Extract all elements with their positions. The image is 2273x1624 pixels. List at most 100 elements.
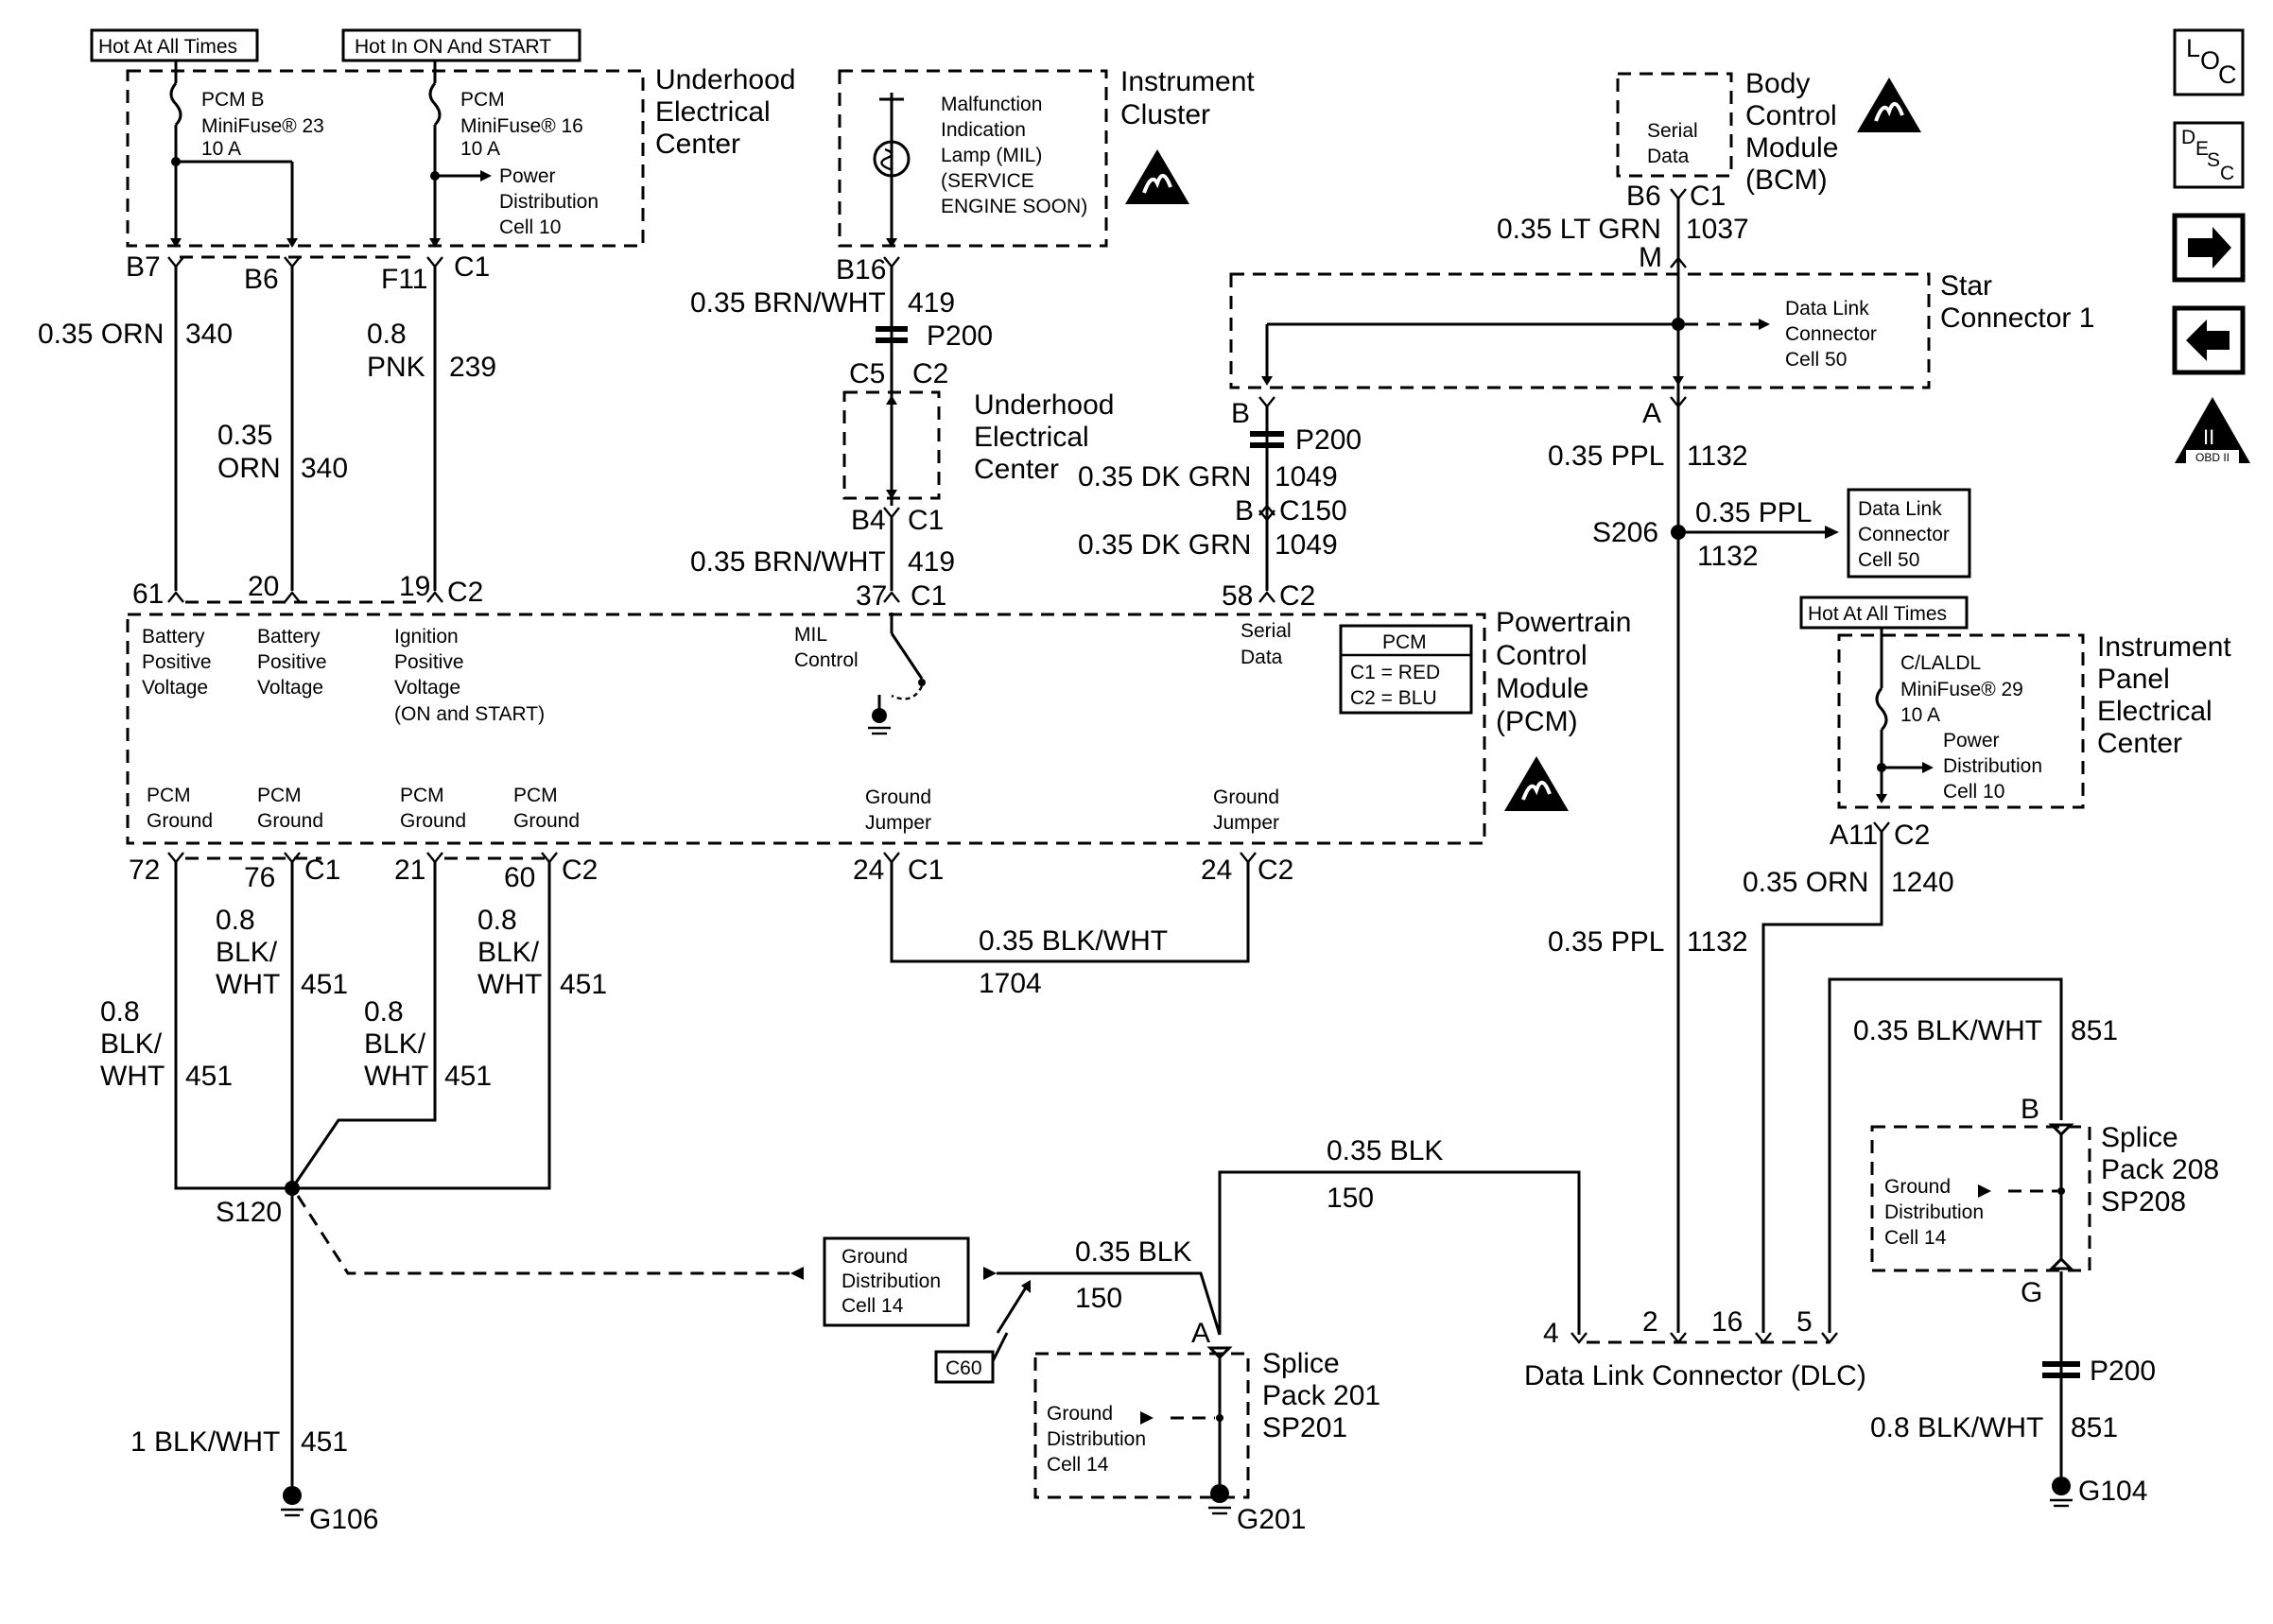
mil-ground-icon [872,708,887,723]
w239-gauge-2: PNK [367,352,425,383]
w1049b-circuit: 1049 [1275,529,1338,561]
w451-label-2: 0.8 BLK/ WHT [216,905,285,1000]
bcm-serial-box [1616,72,1733,178]
pin-c150-b: B [1235,495,1254,527]
w451-label-1: 0.8 BLK/ WHT [100,996,169,1092]
left-arrow-icon[interactable] [2172,305,2246,375]
obd-ii-icon[interactable]: II OBD II [2175,397,2250,464]
w851a-circuit: 851 [2071,1015,2118,1046]
bcm-serial-data: Serial Data [1647,120,1704,167]
w419b-gauge: 0.35 BRN/WHT [690,546,886,578]
splice-pack-201-title: Splice Pack 201 SP201 [1262,1348,1388,1443]
w239-circuit: 239 [449,352,496,383]
wire-451-d [292,862,551,1190]
hot-at-all-times-label-2: Hot At All Times [1808,603,1947,625]
pin-c2-58: C2 [1279,580,1315,612]
p200a-label: P200 [927,320,993,352]
svg-text:D: D [2181,127,2195,148]
w1704-circuit: 1704 [979,968,1042,999]
pin-f11: F11 [381,264,427,295]
pin-20: 20 [248,571,279,602]
w340a-circuit: 340 [185,319,233,350]
pin-sp208-b: B [2021,1094,2039,1125]
w1240-gauge: 0.35 ORN [1743,867,1868,898]
ip-power-distribution: Power Distribution Cell 10 [1943,730,2048,803]
svg-text:O: O [2200,46,2220,75]
wire-451-c [290,862,437,1189]
pin-c1-37: C1 [911,580,946,612]
pin-c150: C150 [1279,495,1347,527]
wire-150b [997,1271,1222,1336]
p200-connector-c [2042,1361,2080,1367]
desc-icon[interactable]: D E S C [2173,121,2245,189]
wire-451-a [174,862,292,1190]
sp201-ground-distribution: Ground Distribution Cell 14 [1047,1403,1152,1476]
esd-warning-icon [1123,147,1191,206]
w150a-gauge: 0.35 BLK [1327,1135,1443,1166]
w851a-gauge: 0.35 BLK/WHT [1853,1015,2042,1046]
pin-star-b: B [1231,398,1250,429]
w1049a-circuit: 1049 [1275,461,1338,492]
pin-72: 72 [129,855,160,886]
pcm-ground-3: PCM Ground [400,785,466,832]
w340b-circuit: 340 [301,453,348,484]
ip-center-title: Instrument Panel Electrical Center [2097,631,2239,759]
right-arrow-icon[interactable] [2172,213,2246,283]
w419a-gauge: 0.35 BRN/WHT [690,287,886,319]
fuse-pcm-b-label: PCM B MiniFuse® 23 10 A [201,89,330,160]
instrument-cluster-title: Instrument Cluster [1120,66,1262,130]
ground-distribution-box-text: Ground Distribution Cell 14 [842,1246,946,1317]
dlc-ref-box-text: Data Link Connector Cell 50 [1858,498,1955,571]
dlc-ref-star: Data Link Connector Cell 50 [1785,298,1883,371]
pcm-pin-mil: MIL Control [794,624,859,671]
w451-label-3: 0.8 BLK/ WHT [364,996,433,1092]
w1132a-gauge: 0.35 PPL [1548,441,1664,472]
svg-text:C: C [2220,163,2234,184]
w451-label-4: 0.8 BLK/ WHT [477,905,547,1000]
star-connector-title: Star Connector 1 [1940,270,2094,334]
loc-icon[interactable]: L O C [2173,28,2245,96]
w451-circuit-1: 451 [185,1061,233,1092]
pcm-legend [1339,624,1473,715]
pin-star-a: A [1642,398,1661,429]
pin-c2-ip: C2 [912,358,948,389]
instrument-cluster-box [838,69,1108,248]
pin-dlc-5: 5 [1796,1306,1813,1338]
pin-c2-60: C2 [562,855,598,886]
dlc-ref-box [1847,488,1971,579]
power-distribution-ref: Power Distribution Cell 10 [499,165,604,238]
pcm-ground-4: PCM Ground [513,785,580,832]
pin-c1-24: C1 [908,855,944,886]
wire-1240 [1761,832,1883,1333]
splice-pack-208 [1870,1125,2091,1272]
pcm-box [126,613,1486,845]
pin-sp201-a: A [1191,1318,1210,1349]
underhood-center-mid-title: Underhood Electrical Center [974,389,1122,485]
dlc-title: Data Link Connector (DLC) [1524,1360,1866,1391]
p200b-label: P200 [1295,424,1362,456]
w1132c-circuit: 1132 [1687,926,1748,958]
w239-gauge-1: 0.8 [367,319,407,350]
splice-pack-208-title: Splice Pack 208 SP208 [2101,1122,2227,1218]
w1037-gauge: 0.35 LT GRN [1497,214,1661,245]
w1049a-gauge: 0.35 DK GRN [1078,461,1251,492]
pin-c2-24: C2 [1258,855,1293,886]
c60-label: C60 [946,1357,982,1379]
w451-circuit-2: 451 [301,969,348,1000]
ip-electrical-center-box [1837,633,2085,809]
fuse-clalidl-label: C/LALDL MiniFuse® 29 10 A [1900,652,2029,726]
g201-label: G201 [1237,1504,1306,1535]
pcm-pin-ign: Ignition Positive Voltage (ON and START) [394,626,545,725]
pin-sp208-g: G [2021,1277,2042,1308]
pcm-legend-c2: C2 = BLU [1350,687,1437,709]
pcm-pin-serial: Serial Data [1241,620,1297,668]
c60-box [934,1350,995,1384]
pcm-legend-title: PCM [1382,631,1427,653]
pin-dlc-16: 16 [1711,1306,1743,1338]
pcm-ground-2: PCM Ground [257,785,323,832]
svg-text:II: II [2203,425,2214,449]
underhood-electrical-center-top [126,69,645,248]
pin-b16: B16 [836,254,886,285]
w419b-circuit: 419 [908,546,955,578]
pcm-pin-batt2: Battery Positive Voltage [257,626,332,699]
